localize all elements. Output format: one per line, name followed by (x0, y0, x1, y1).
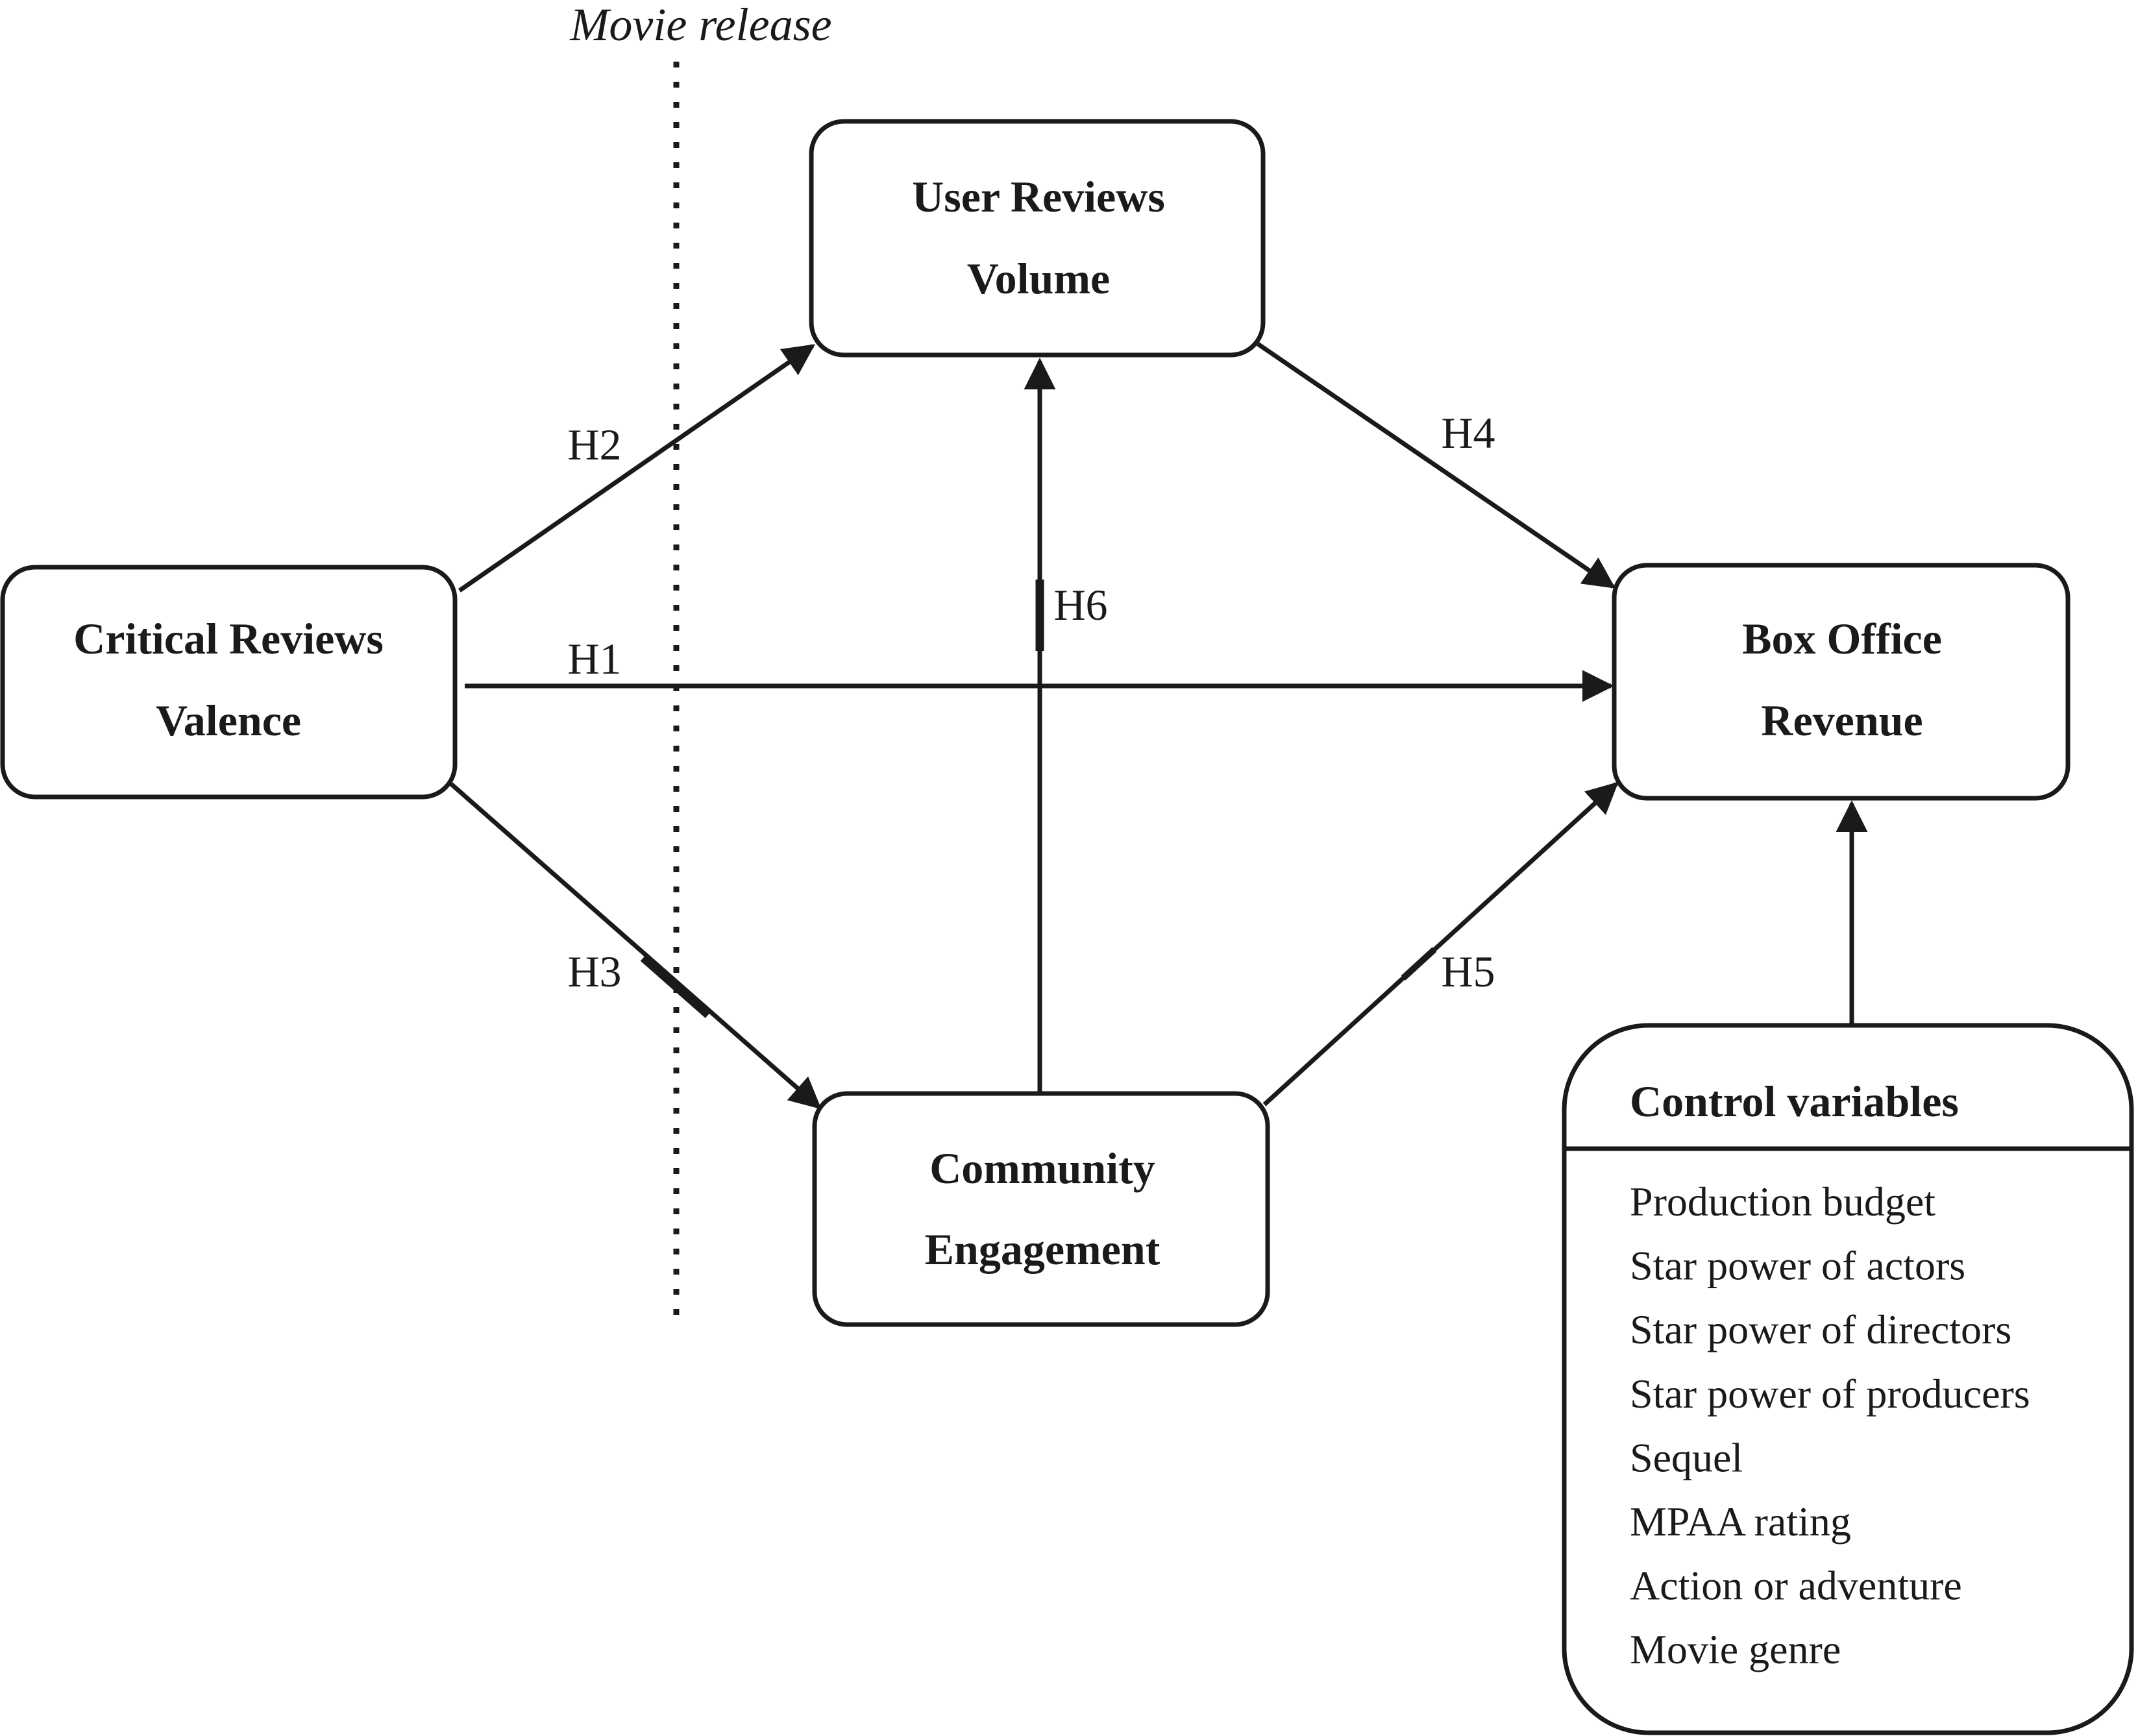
user-reviews-line-1: User Reviews (912, 172, 1165, 221)
label-h5: H5 (1441, 947, 1495, 996)
arrow-h3 (449, 782, 822, 1110)
control-variable-item: Sequel (1630, 1434, 1743, 1480)
control-variable-item: MPAA rating (1630, 1498, 1851, 1545)
label-h2: H2 (567, 420, 621, 469)
control-variable-item: Star power of directors (1630, 1306, 2011, 1352)
arrow-h2 (458, 344, 816, 593)
node-box-office-revenue: Box Office Revenue (1612, 563, 2070, 801)
label-h4: H4 (1441, 408, 1495, 458)
community-line-1: Community (929, 1143, 1155, 1193)
arrow-h5 (1262, 781, 1619, 1106)
node-critical-reviews-valence: Critical Reviews Valence (0, 565, 458, 800)
control-variable-item: Action or adventure (1630, 1563, 1962, 1609)
critical-reviews-line-2: Valence (156, 696, 301, 745)
tick-h5 (1401, 947, 1437, 981)
box-office-line-2: Revenue (1761, 696, 1923, 745)
control-variables-box: Control variables Production budgetStar … (1562, 1023, 2134, 1735)
control-variable-item: Star power of producers (1630, 1371, 2030, 1417)
arrow-h4 (1257, 342, 1616, 589)
label-h3: H3 (567, 947, 621, 996)
node-user-reviews-volume: User Reviews Volume (809, 119, 1266, 358)
control-variable-item: Production budget (1630, 1179, 1935, 1225)
label-h1: H1 (567, 634, 621, 683)
movie-release-label: Movie release (569, 0, 831, 51)
control-variable-item: Movie genre (1630, 1626, 1841, 1672)
user-reviews-line-2: Volume (967, 254, 1110, 303)
tick-h3 (640, 956, 710, 1018)
control-variables-title: Control variables (1630, 1077, 1959, 1126)
label-h6: H6 (1053, 580, 1107, 630)
community-line-2: Engagement (925, 1225, 1161, 1274)
critical-reviews-line-1: Critical Reviews (73, 614, 384, 663)
control-variable-item: Star power of actors (1630, 1243, 1965, 1289)
box-office-line-1: Box Office (1742, 614, 1942, 663)
node-community-engagement: Community Engagement (812, 1091, 1270, 1327)
